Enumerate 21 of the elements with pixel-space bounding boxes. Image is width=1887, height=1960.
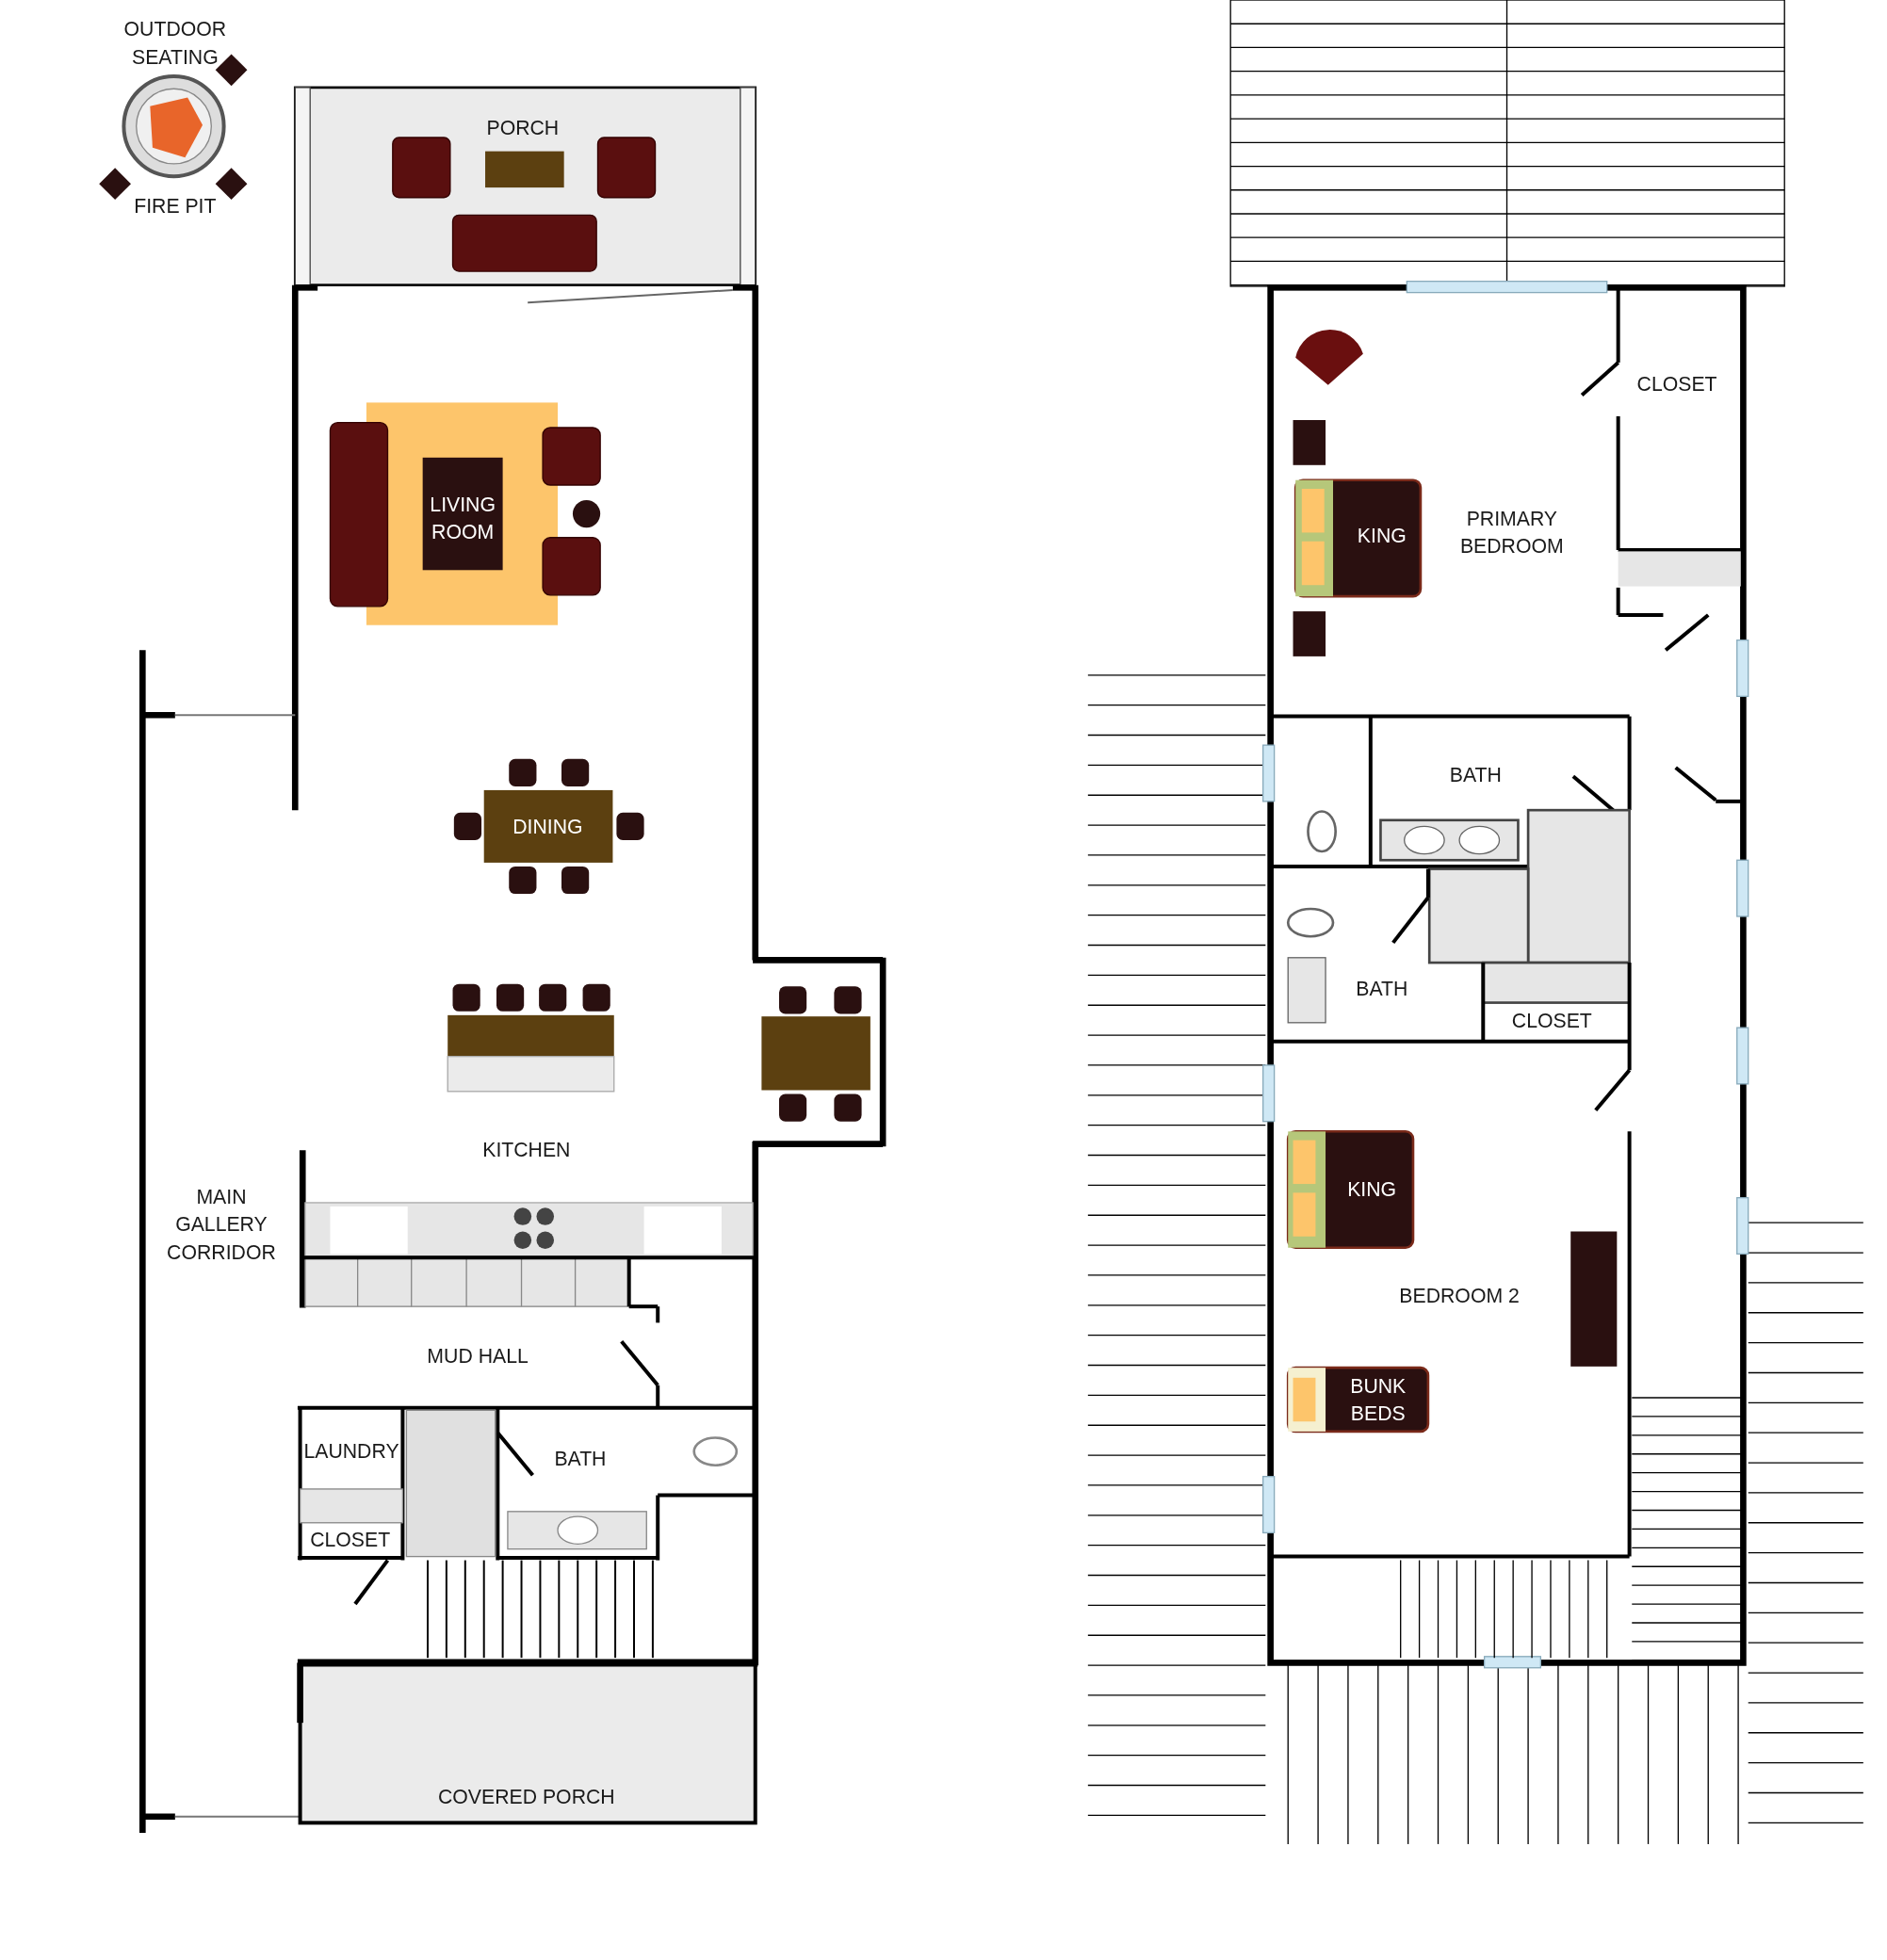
room-label: BEDROOM 2	[1399, 1284, 1520, 1309]
room-label: PORCH	[486, 116, 560, 141]
bed-label: BUNK BEDS	[1349, 1374, 1407, 1426]
room-label: CLOSET	[310, 1528, 391, 1552]
room-label: KITCHEN	[482, 1138, 571, 1162]
bed-label: KING	[1347, 1177, 1397, 1203]
room-label: LAUNDRY	[303, 1439, 399, 1464]
room-label: MAIN GALLERY CORRIDOR	[166, 1185, 277, 1265]
room-label: CLOSET	[1511, 1009, 1592, 1034]
room-label: LIVING ROOM	[429, 493, 496, 545]
room-label: DINING	[512, 815, 583, 840]
room-label: COVERED PORCH	[438, 1785, 615, 1810]
room-label: MUD HALL	[427, 1344, 529, 1369]
room-label: BATH	[1449, 763, 1502, 787]
room-label: FIRE PIT	[134, 194, 217, 219]
room-label: OUTDOOR SEATING	[122, 17, 228, 70]
room-label: CLOSET	[1636, 372, 1717, 397]
bed-label: KING	[1357, 524, 1407, 549]
room-label: BATH	[1356, 977, 1408, 1001]
room-label: BATH	[554, 1447, 607, 1471]
room-label: PRIMARY BEDROOM	[1458, 506, 1565, 559]
